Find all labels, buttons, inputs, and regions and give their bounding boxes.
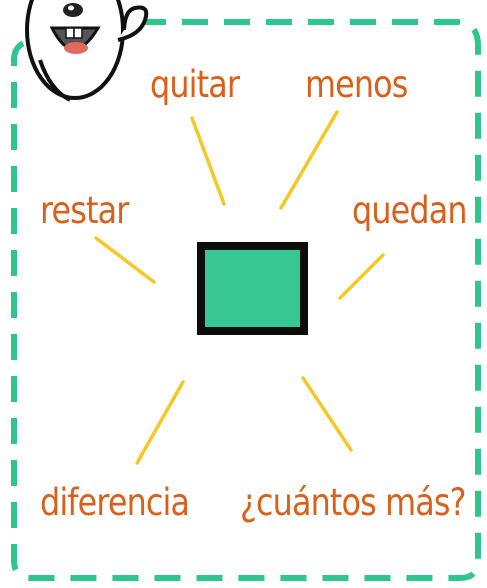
word-quedan: quedan: [352, 189, 468, 232]
ray-menos: [279, 110, 339, 210]
bunny-mascot-icon: [25, 0, 149, 102]
dashed-border: [11, 19, 481, 581]
ray-diferencia: [135, 380, 185, 465]
word-menos: menos: [305, 63, 408, 106]
word-diferencia: diferencia: [40, 481, 190, 524]
word-quitar: quitar: [150, 63, 240, 106]
ray-restar: [94, 236, 156, 284]
word-cuantos-mas: ¿cuántos más?: [240, 481, 467, 524]
center-rectangle: [197, 242, 308, 335]
word-restar: restar: [40, 189, 129, 232]
ray-cuantos: [301, 376, 353, 452]
ray-quitar: [190, 116, 226, 206]
ray-quedan: [338, 253, 385, 300]
rays: [94, 110, 385, 465]
